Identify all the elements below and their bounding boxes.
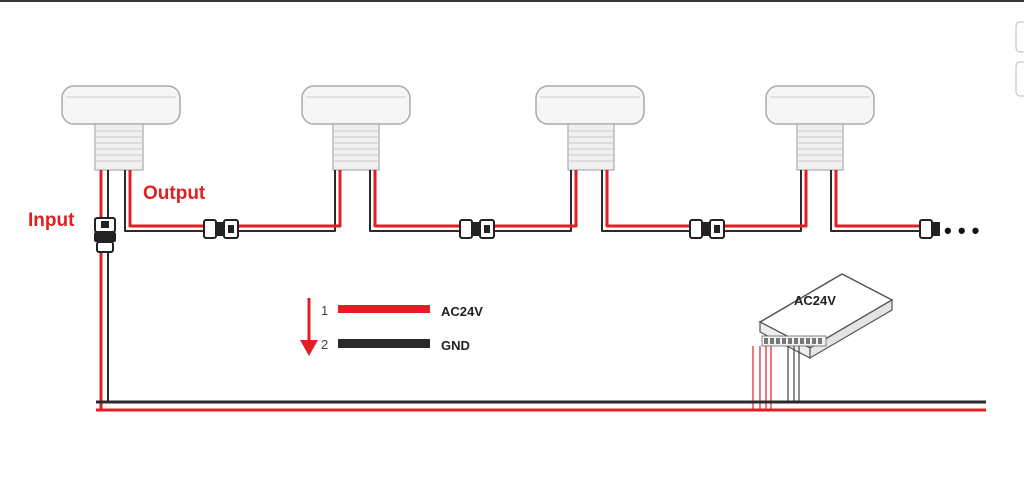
wire-legend: 1 AC24V 2 GND — [300, 298, 483, 356]
connector-1 — [203, 219, 239, 239]
light-fixture-2 — [301, 85, 411, 171]
power-supply: AC24V — [758, 273, 894, 360]
input-wires — [99, 170, 109, 410]
connector-3 — [689, 219, 725, 239]
chain-wires — [124, 170, 922, 232]
connector-2 — [459, 219, 495, 239]
legend-arrowhead — [300, 340, 318, 356]
light-fixture-1 — [61, 85, 181, 171]
power-supply-label: AC24V — [794, 293, 836, 308]
edge-widget-top — [1015, 21, 1024, 53]
connector-4 — [919, 219, 940, 239]
input-connector — [94, 217, 116, 253]
bus-wires — [96, 400, 986, 412]
legend-wire2-label: GND — [441, 338, 470, 353]
light-fixture-4 — [765, 85, 875, 171]
input-label: Input — [28, 210, 75, 231]
legend-wire1-label: AC24V — [441, 304, 483, 319]
light-fixture-3 — [535, 85, 645, 171]
edge-widget-bottom — [1015, 61, 1024, 97]
legend-wire1-swatch — [338, 305, 430, 313]
continuation-dots: • • • — [944, 218, 979, 243]
output-label: Output — [143, 183, 206, 204]
legend-wire2-swatch — [338, 339, 430, 348]
legend-wire1-number: 1 — [321, 303, 328, 318]
legend-wire2-number: 2 — [321, 337, 328, 352]
power-supply-leads — [752, 346, 800, 410]
